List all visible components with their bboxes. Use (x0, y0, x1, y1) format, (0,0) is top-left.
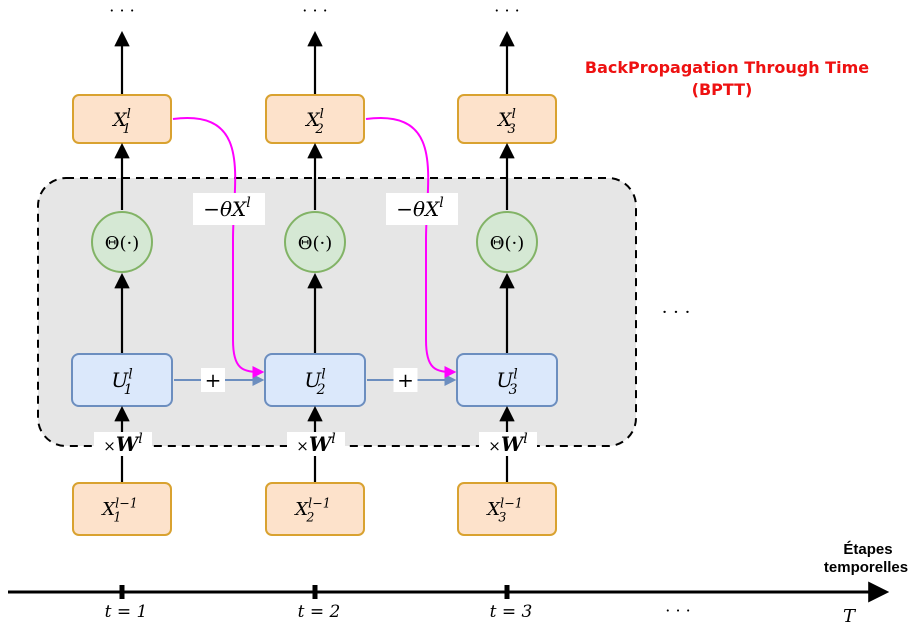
heaviside-node (476, 211, 538, 273)
time-axis-label-line2: temporelles (824, 559, 908, 576)
plus-label-bg (201, 368, 225, 392)
plus-label: + (397, 368, 414, 392)
right-ellipsis: · · · (662, 302, 691, 323)
diagram-title-line2: (BPTT) (692, 80, 753, 99)
reset-label: −θXl (396, 195, 444, 221)
reset-label-bg (193, 193, 265, 225)
time-tick-label: t = 3 (490, 602, 533, 622)
heaviside-node (91, 211, 153, 273)
plus-label: + (205, 368, 222, 392)
reset-label-bg (386, 193, 458, 225)
input-spike-box (265, 482, 365, 536)
time-axis-label-line1: Étapes (843, 541, 892, 558)
heaviside-label: Θ(·) (490, 233, 525, 254)
weight-label-bg (94, 432, 152, 456)
heaviside-label: Θ(·) (298, 233, 333, 254)
weight-label-bg (287, 432, 345, 456)
time-axis-end-label: T (843, 606, 857, 627)
time-tick-label: t = 1 (105, 602, 148, 622)
time-axis-ellipsis: · · · (665, 601, 690, 620)
weight-label-bg (479, 432, 537, 456)
weight-label: ×Wl (296, 431, 336, 456)
input-spike-box (457, 482, 557, 536)
top-ellipsis: · · · (494, 1, 519, 20)
heaviside-label: Θ(·) (105, 233, 140, 254)
plus-label-bg (393, 368, 418, 392)
input-spike-box (72, 482, 172, 536)
top-ellipsis: · · · (302, 1, 327, 20)
time-tick-label: t = 2 (298, 602, 341, 622)
reset-label: −θXl (203, 195, 251, 221)
top-ellipsis: · · · (109, 1, 134, 20)
weight-label: ×Wl (488, 431, 528, 456)
weight-label: ×Wl (103, 431, 143, 456)
diagram-title-line1: BackPropagation Through Time (585, 58, 869, 77)
heaviside-node (284, 211, 346, 273)
